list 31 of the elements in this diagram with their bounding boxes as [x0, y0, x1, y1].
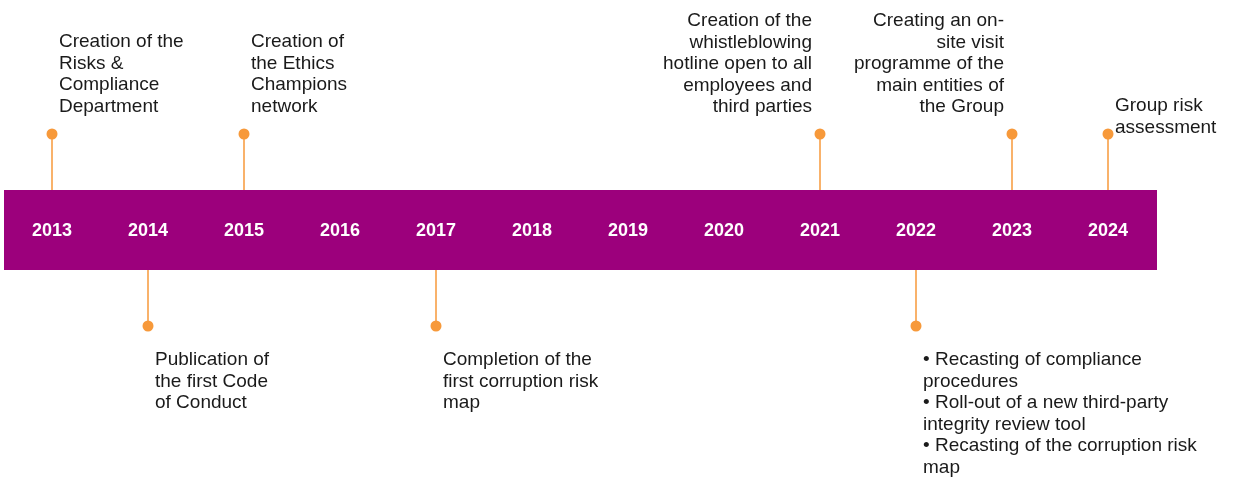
bullet-item: • Roll-out of a new third-party integrity review tool — [923, 391, 1170, 434]
leader-line — [46, 128, 58, 191]
leader-line — [1102, 128, 1114, 191]
timeline-bar — [4, 190, 1157, 270]
event-text: Creation of the Risks & Compliance Department — [59, 30, 185, 116]
year-label: 2024 — [1060, 190, 1156, 270]
event-text: Creation of the Ethics Champions network — [251, 30, 349, 116]
year-label: 2014 — [100, 190, 196, 270]
year-label: 2020 — [676, 190, 772, 270]
leader-line — [430, 269, 442, 332]
year-label: 2023 — [964, 190, 1060, 270]
bullet-item: • Recasting of the corruption risk map — [923, 434, 1198, 477]
year-label: 2017 — [388, 190, 484, 270]
year-label: 2015 — [196, 190, 292, 270]
year-label: 2019 — [580, 190, 676, 270]
bullet-item: • Recasting of compliance procedures — [923, 348, 1143, 391]
event-text: Group risk assessment — [1115, 94, 1218, 137]
leader-line — [238, 128, 250, 191]
year-label: 2013 — [4, 190, 100, 270]
event-text: Publication of the first Code of Conduct — [155, 348, 270, 413]
year-label: 2016 — [292, 190, 388, 270]
event-text: Completion of the first corruption risk map — [443, 348, 600, 413]
event-text: Creating an on-site visit programme of the main entities of the Group — [853, 9, 1004, 117]
leader-line — [1006, 128, 1018, 191]
year-label: 2022 — [868, 190, 964, 270]
year-label: 2021 — [772, 190, 868, 270]
event-text: Creation of the whistleblowing hotline open to all employees and third parties — [662, 9, 812, 117]
year-label: 2018 — [484, 190, 580, 270]
leader-line — [142, 269, 154, 332]
leader-line — [814, 128, 826, 191]
leader-line — [910, 269, 922, 332]
